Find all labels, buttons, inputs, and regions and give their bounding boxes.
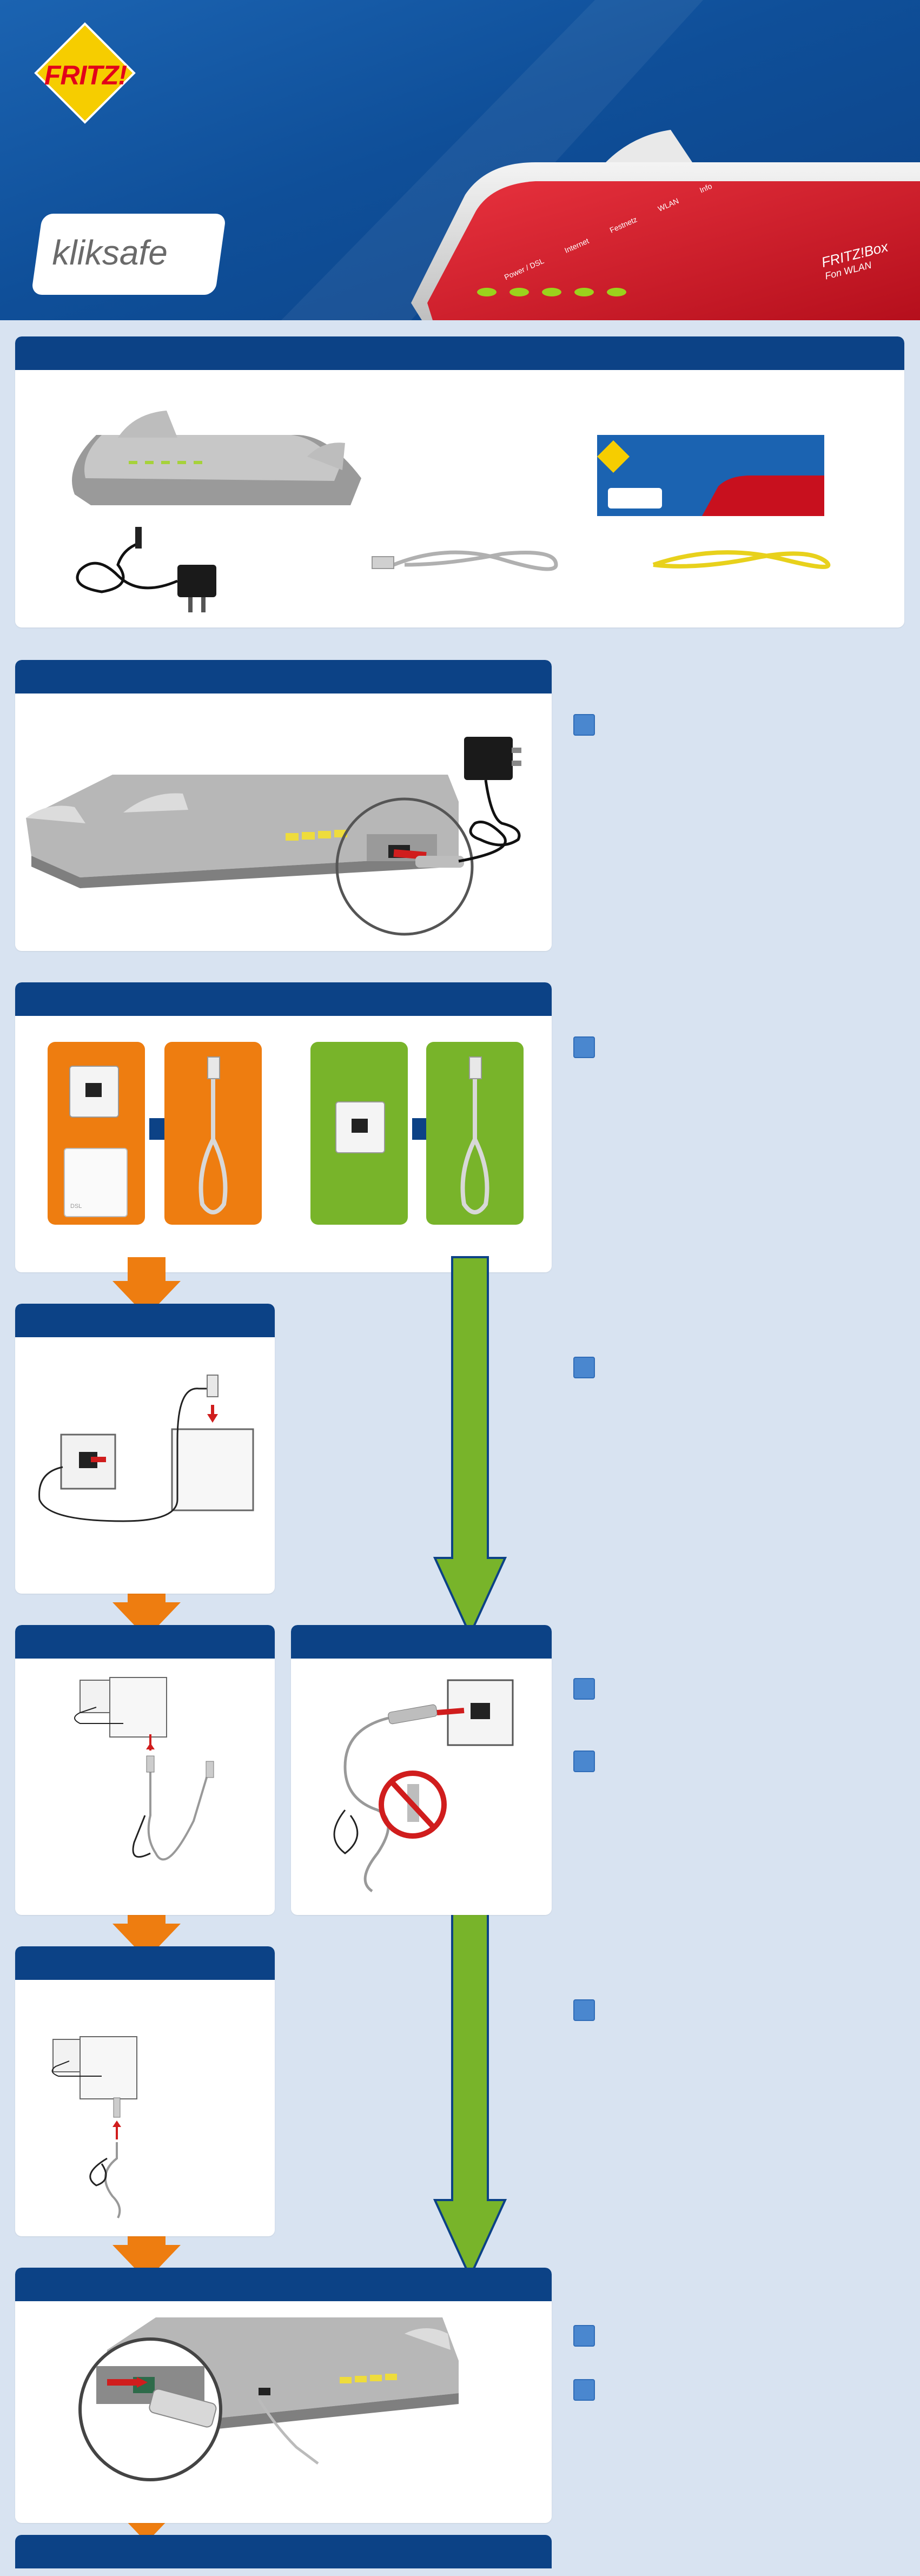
dsl-cable-image bbox=[372, 550, 558, 571]
bullet-square-icon bbox=[573, 2379, 595, 2401]
option-dsl-cable-green[interactable] bbox=[426, 1042, 524, 1225]
lan-cable-image bbox=[652, 550, 831, 569]
dsl-cable-icon bbox=[198, 1056, 228, 1214]
power-connection-header bbox=[15, 660, 552, 693]
splitter-cable-header bbox=[15, 1625, 275, 1659]
fritz-logo-text: FRITZ! bbox=[44, 60, 127, 90]
red-arrow-indicator bbox=[393, 849, 427, 860]
option-splitter-wall[interactable]: DSL bbox=[48, 1042, 145, 1225]
kliksafe-logo-text: kliksafe bbox=[52, 233, 168, 272]
header-banner: FRITZ! kliksafe FRITZ!Box Fon WLAN Power… bbox=[0, 0, 920, 320]
splitter-connection-header bbox=[15, 1946, 275, 1980]
power-adapter-image bbox=[76, 527, 216, 612]
option-direct-wall[interactable] bbox=[310, 1042, 408, 1225]
package-contents-panel bbox=[15, 336, 904, 628]
package-contents-graphic bbox=[72, 411, 831, 612]
router-image bbox=[72, 411, 361, 505]
router-dsl-panel bbox=[15, 2268, 552, 2523]
bullet-square-icon bbox=[573, 1999, 595, 2021]
bullet-square-icon bbox=[573, 714, 595, 736]
kliksafe-logo: kliksafe bbox=[31, 214, 227, 295]
header-graphic bbox=[281, 0, 920, 320]
splitter-setup-header bbox=[15, 1304, 275, 1337]
splitter-connection-graphic bbox=[51, 2036, 137, 2218]
direct-socket-header bbox=[291, 1625, 552, 1659]
direct-socket-graphic bbox=[333, 1679, 514, 1893]
splitter-setup-panel bbox=[15, 1304, 275, 1594]
splitter-setup-graphic bbox=[38, 1375, 254, 1522]
router-dsl-header bbox=[15, 2268, 552, 2301]
package-contents-header bbox=[15, 336, 904, 370]
arrow-down-icon bbox=[433, 1901, 507, 2280]
wall-socket-icon bbox=[335, 1101, 385, 1153]
bullet-square-icon bbox=[573, 1678, 595, 1700]
splitter-cable-panel bbox=[15, 1625, 275, 1915]
splitter-box-icon: DSL bbox=[64, 1148, 128, 1217]
brochure-image bbox=[597, 435, 824, 516]
option-dsl-cable-orange[interactable] bbox=[164, 1042, 262, 1225]
arrow-down-icon bbox=[433, 1256, 507, 1637]
direct-socket-panel bbox=[291, 1625, 552, 1915]
bullet-square-icon bbox=[573, 1036, 595, 1058]
router-dsl-graphic bbox=[78, 2317, 459, 2481]
bullet-square-icon bbox=[573, 1357, 595, 1378]
power-connection-graphic bbox=[26, 737, 521, 936]
next-step-header bbox=[15, 2535, 552, 2568]
socket-hole bbox=[352, 1119, 368, 1133]
fritz-logo: FRITZ! bbox=[34, 22, 136, 124]
socket-hole bbox=[85, 1083, 102, 1097]
power-connection-panel bbox=[15, 660, 552, 951]
connection-type-panel: DSL bbox=[15, 982, 552, 1272]
connection-type-header bbox=[15, 982, 552, 1016]
prohibited-icon bbox=[379, 1771, 447, 1839]
splitter-connection-panel bbox=[15, 1946, 275, 2236]
wall-socket-icon bbox=[69, 1066, 119, 1118]
splitter-box-label: DSL bbox=[70, 1203, 82, 1210]
dsl-cable-icon bbox=[460, 1056, 489, 1214]
bullet-square-icon bbox=[573, 2325, 595, 2347]
splitter-cable-graphic bbox=[74, 1677, 214, 1861]
arrow-down-icon bbox=[112, 1257, 181, 1317]
bullet-square-icon bbox=[573, 1751, 595, 1772]
